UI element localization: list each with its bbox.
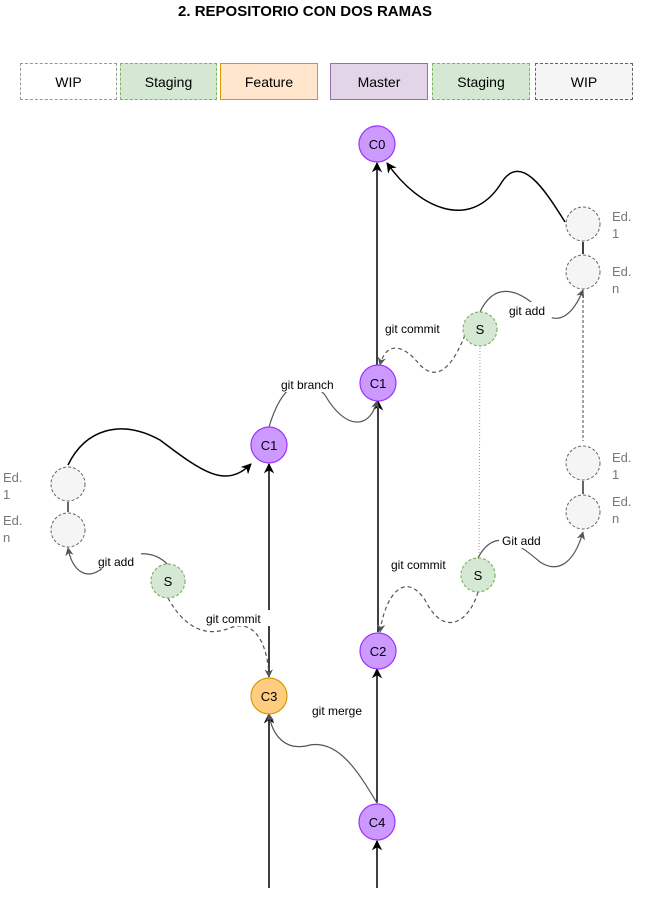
commit-label: C1 [370, 376, 387, 391]
label-git-merge: git merge [312, 704, 362, 718]
label-git-add-left: git add [98, 555, 134, 569]
edge-git-merge [265, 713, 378, 804]
lane-master: Master [330, 63, 428, 100]
edge-git-commit-left [167, 597, 273, 678]
wip-left-edn [50, 512, 86, 548]
label-git-commit-left: git commit [206, 612, 261, 626]
commit-label: C1 [261, 438, 278, 453]
ed-label: 1 [3, 487, 10, 502]
lane-label: Staging [144, 73, 193, 90]
ed-label: Ed. [3, 470, 23, 485]
ed-label: n [612, 281, 619, 296]
lane-feature: Feature [220, 63, 318, 100]
lane-label: Feature [244, 73, 294, 90]
edit-labels: Ed. 1 Ed. n Ed. 1 Ed. n Ed. 1 Ed. n [3, 209, 632, 545]
ed-label: Ed. [612, 450, 632, 465]
edge-git-add-left [65, 547, 169, 575]
commit-c2: C2 [359, 632, 397, 670]
nodes: C0 C1 C2 C4 C1 C3 S S [50, 125, 601, 841]
lane-label: WIP [55, 73, 82, 90]
label-git-commit-top: git commit [385, 322, 440, 336]
lane-wip-left: WIP [20, 63, 117, 100]
commit-label: C2 [370, 644, 387, 659]
ed-label: Ed. [612, 209, 632, 224]
wip-right-bot-ed1 [565, 445, 601, 481]
commit-label: C3 [261, 689, 278, 704]
wip-left-ed1 [50, 466, 86, 502]
lane-wip-right: WIP [535, 63, 633, 100]
staging-label: S [164, 574, 173, 589]
wip-right-top-edn [565, 254, 601, 290]
staging-s-right-top: S [462, 311, 498, 347]
ed-label: 1 [612, 226, 619, 241]
label-git-add-top: git add [509, 304, 545, 318]
staging-label: S [476, 322, 485, 337]
edge-ed1-to-c1-feature [67, 428, 252, 477]
label-git-commit-right: git commit [391, 558, 446, 572]
edge-git-branch [268, 382, 380, 428]
lane-label: Staging [457, 73, 505, 90]
ed-label: n [612, 511, 619, 526]
edge-labels: git commit git add git branch git add gi… [95, 302, 552, 718]
wip-right-top-ed1 [565, 206, 601, 242]
staging-label: S [474, 568, 483, 583]
ed-label: Ed. [612, 264, 632, 279]
edges [65, 161, 585, 888]
commit-c3: C3 [250, 677, 288, 715]
commit-label: C0 [369, 137, 386, 152]
commit-c0: C0 [358, 125, 396, 163]
staging-s-right-bottom: S [460, 557, 496, 593]
ed-label: 1 [612, 467, 619, 482]
commit-label: C4 [369, 815, 386, 830]
commit-c1-feature: C1 [250, 426, 288, 464]
edge-s-link [478, 344, 481, 561]
staging-s-left: S [150, 563, 186, 599]
label-git-branch: git branch [281, 378, 334, 392]
ed-label: Ed. [3, 513, 23, 528]
lane-staging-right: Staging [432, 63, 530, 100]
edge-ed1-to-c0 [386, 162, 566, 223]
ed-label: Ed. [612, 494, 632, 509]
commit-c1-master: C1 [359, 364, 397, 402]
lane-label: Master [357, 73, 401, 90]
wip-right-bot-edn [565, 494, 601, 530]
commit-c4: C4 [358, 803, 396, 841]
lane-label: WIP [570, 73, 598, 90]
edge-git-commit-top [377, 334, 466, 373]
lane-staging-left: Staging [120, 63, 217, 100]
page-title: 2. REPOSITORIO CON DOS RAMAS [178, 3, 432, 20]
edge-git-add-right [477, 531, 585, 568]
edge-git-commit-right [376, 586, 479, 633]
ed-label: n [3, 530, 10, 545]
label-git-add-right: Git add [502, 534, 541, 548]
